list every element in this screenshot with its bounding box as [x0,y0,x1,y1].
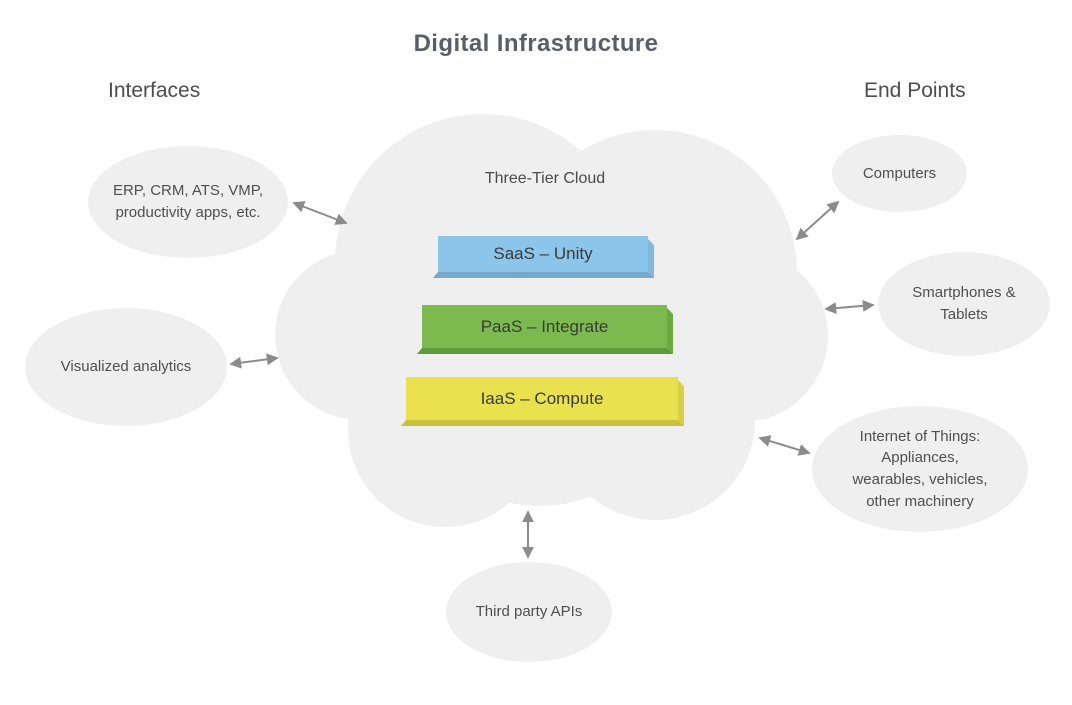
tier-label-iaas: IaaS – Compute [480,388,604,408]
tier-bar-side [678,380,684,426]
node-label: Smartphones & Tablets [912,284,1016,323]
diagram-title: Digital Infrastructure [413,30,659,57]
tier-bar-saas [433,236,654,278]
node-visualized-analytics: Visualized analytics [25,308,227,426]
tier-bar-bottom [433,272,654,278]
tier-bar-bottom [417,348,673,354]
node-label: Visualized analytics [60,358,192,376]
arrow-cloud-computers [795,200,840,241]
section-heading-endpoints: End Points [864,79,966,102]
node-smartphones-tablets: Smartphones & Tablets [878,252,1050,356]
node-internet-of-things: Internet of Things: Appliances, wearable… [812,406,1028,532]
tier-bar-bottom [401,420,684,426]
node-label: Computers [862,164,937,182]
cloud-lobe [402,230,678,506]
arrow-cloud-smartphones [824,299,875,315]
tier-label-paas: PaaS – Integrate [480,316,609,336]
cloud-shape [275,114,828,527]
node-third-party-apis: Third party APIs [446,562,612,662]
arrow-erp-cloud [292,201,348,225]
cloud-title: Three-Tier Cloud [484,170,606,187]
node-erp-crm-apps: ERP, CRM, ATS, VMP, productivity apps, e… [88,146,288,258]
connectors [229,200,875,559]
node-label: Internet of Things: Appliances, wearable… [852,427,988,510]
tier-bar-iaas [401,377,684,426]
tier-label-saas: SaaS – Unity [493,244,593,263]
node-label: Third party APIs [475,603,583,621]
tier-bar-face [422,305,667,348]
section-heading-interfaces: Interfaces [108,79,201,102]
arrow-cloud-iot [758,435,811,456]
arrow-analytics-cloud [229,353,279,369]
node-computers: Computers [832,135,967,212]
node-label: ERP, CRM, ATS, VMP, productivity apps, e… [112,182,264,221]
tier-bar-paas [417,305,673,354]
tier-bar-face [406,377,678,420]
tier-bar-side [648,239,654,278]
tier-bar-face [438,236,648,272]
tier-bar-side [667,308,673,354]
